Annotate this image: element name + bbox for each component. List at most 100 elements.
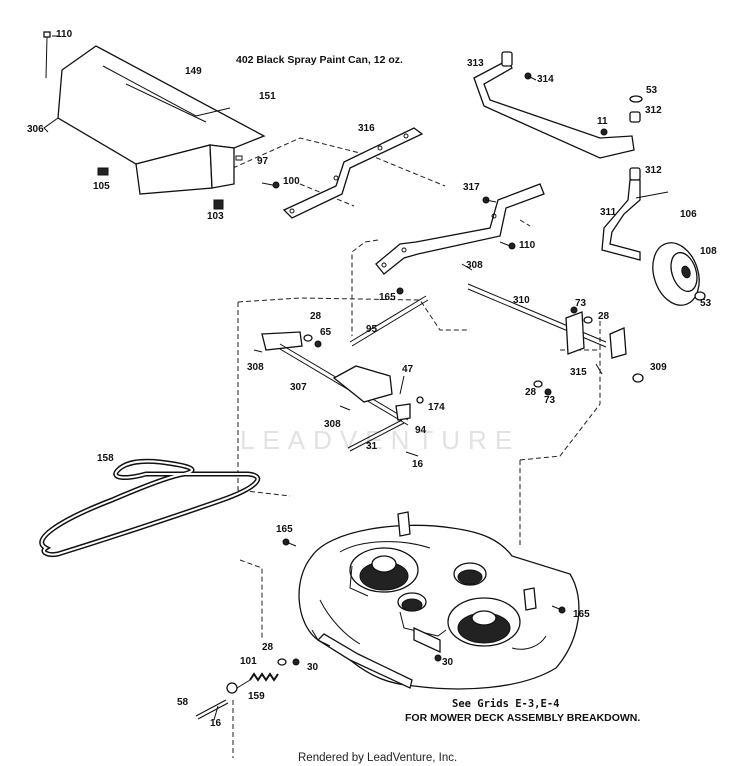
lift-link <box>349 295 429 347</box>
nut-icon <box>434 654 442 662</box>
nut-icon <box>570 306 578 314</box>
deck-cover-shield <box>43 45 266 195</box>
part-label-108: 108 <box>700 246 717 257</box>
caster-yoke <box>601 179 669 261</box>
part-label-308a: 308 <box>466 260 483 271</box>
rod-icon <box>195 699 229 720</box>
part-label-159: 159 <box>248 691 265 702</box>
part-label-312a: 312 <box>645 105 662 116</box>
spring-icon <box>249 672 279 682</box>
part-label-11: 11 <box>597 116 608 127</box>
pin-icon <box>595 363 603 375</box>
part-label-317: 317 <box>463 182 480 193</box>
part-label-47: 47 <box>402 364 414 375</box>
part-label-100: 100 <box>283 176 300 187</box>
caster-wheel <box>652 242 700 306</box>
support-bracket <box>282 127 424 219</box>
part-label-31: 31 <box>366 441 378 452</box>
part-label-73b: 73 <box>544 395 556 406</box>
part-label-110a: 110 <box>56 29 73 40</box>
part-label-308b: 308 <box>247 362 264 373</box>
part-label-151: 151 <box>259 91 276 102</box>
footer-credit: Rendered by LeadVenture, Inc. <box>298 752 457 764</box>
part-label-308c: 308 <box>324 419 341 430</box>
washer-icon <box>303 334 313 342</box>
paint-note: 402 Black Spray Paint Can, 12 oz. <box>236 54 403 66</box>
nut-icon <box>292 658 300 666</box>
front-axle-bracket <box>473 51 635 159</box>
part-label-306: 306 <box>27 124 44 135</box>
pin-icon <box>213 705 219 721</box>
rear-lift-shaft <box>467 283 627 359</box>
nut-icon <box>314 340 322 348</box>
washer-icon <box>694 291 706 301</box>
part-label-174: 174 <box>428 402 445 413</box>
washer-icon <box>416 396 424 404</box>
drive-belt <box>39 458 261 557</box>
washer-icon <box>583 316 593 324</box>
part-label-101: 101 <box>240 656 257 667</box>
part-label-110b: 110 <box>519 240 536 251</box>
front-lift-shaft <box>261 331 411 426</box>
part-label-30a: 30 <box>307 662 319 673</box>
part-label-53a: 53 <box>646 85 658 96</box>
see-grids-note: See Grids E-3,E-4 <box>452 698 559 710</box>
part-label-314: 314 <box>537 74 554 85</box>
part-label-97: 97 <box>257 156 269 167</box>
washer-icon <box>629 95 643 103</box>
part-label-28b: 28 <box>598 311 610 322</box>
part-label-312b: 312 <box>645 165 662 176</box>
breakdown-note: FOR MOWER DECK ASSEMBLY BREAKDOWN. <box>405 712 640 724</box>
nut-icon <box>544 388 552 396</box>
pin-icon <box>399 375 405 395</box>
part-label-165a: 165 <box>379 292 396 303</box>
part-label-95: 95 <box>366 324 378 335</box>
bolt-icon <box>482 196 497 204</box>
washer-icon <box>277 658 287 666</box>
bolt-icon <box>396 287 404 295</box>
clip-icon <box>97 167 109 176</box>
part-labels: 110 149 151 306 97 105 100 103 316 313 314 53 312 11 3… <box>27 29 717 729</box>
assembly-guide-lines <box>232 137 601 758</box>
part-label-316: 316 <box>358 123 375 134</box>
part-label-315: 315 <box>570 367 587 378</box>
washer-icon <box>632 373 644 383</box>
part-label-65: 65 <box>320 327 332 338</box>
bolt-icon <box>499 241 516 250</box>
part-label-73a: 73 <box>575 298 587 309</box>
part-label-310: 310 <box>513 295 530 306</box>
screw-icon <box>524 72 537 81</box>
part-label-313: 313 <box>467 58 484 69</box>
part-label-105: 105 <box>93 181 110 192</box>
bolt-icon <box>282 538 297 547</box>
part-label-165c: 165 <box>573 609 590 620</box>
part-label-165b: 165 <box>276 524 293 535</box>
part-label-53b: 53 <box>700 298 712 309</box>
bolt-icon <box>551 605 566 614</box>
part-label-149: 149 <box>185 66 202 77</box>
part-label-309: 309 <box>650 362 667 373</box>
part-label-30b: 30 <box>442 657 454 668</box>
pin-icon <box>253 349 263 353</box>
part-label-106: 106 <box>680 209 697 220</box>
part-label-94: 94 <box>415 425 427 436</box>
part-label-16a: 16 <box>412 459 424 470</box>
bolt-icon <box>43 31 58 79</box>
part-label-103: 103 <box>207 211 224 222</box>
mower-deck <box>298 511 580 690</box>
bolt-icon <box>261 181 280 189</box>
pin-icon <box>339 405 351 411</box>
lift-bracket <box>375 183 545 275</box>
part-label-16b: 16 <box>210 718 222 729</box>
part-label-158: 158 <box>97 453 114 464</box>
nut-icon <box>213 199 224 210</box>
watermark: LEADVENTURE <box>240 425 520 455</box>
part-label-307: 307 <box>290 382 307 393</box>
washer-icon <box>533 380 543 388</box>
nut-icon <box>600 128 608 136</box>
cotter-rod <box>347 419 405 452</box>
pin-icon <box>461 263 473 271</box>
part-label-28a: 28 <box>310 311 322 322</box>
eyebolt-icon <box>226 679 251 694</box>
pin-icon <box>405 451 419 457</box>
